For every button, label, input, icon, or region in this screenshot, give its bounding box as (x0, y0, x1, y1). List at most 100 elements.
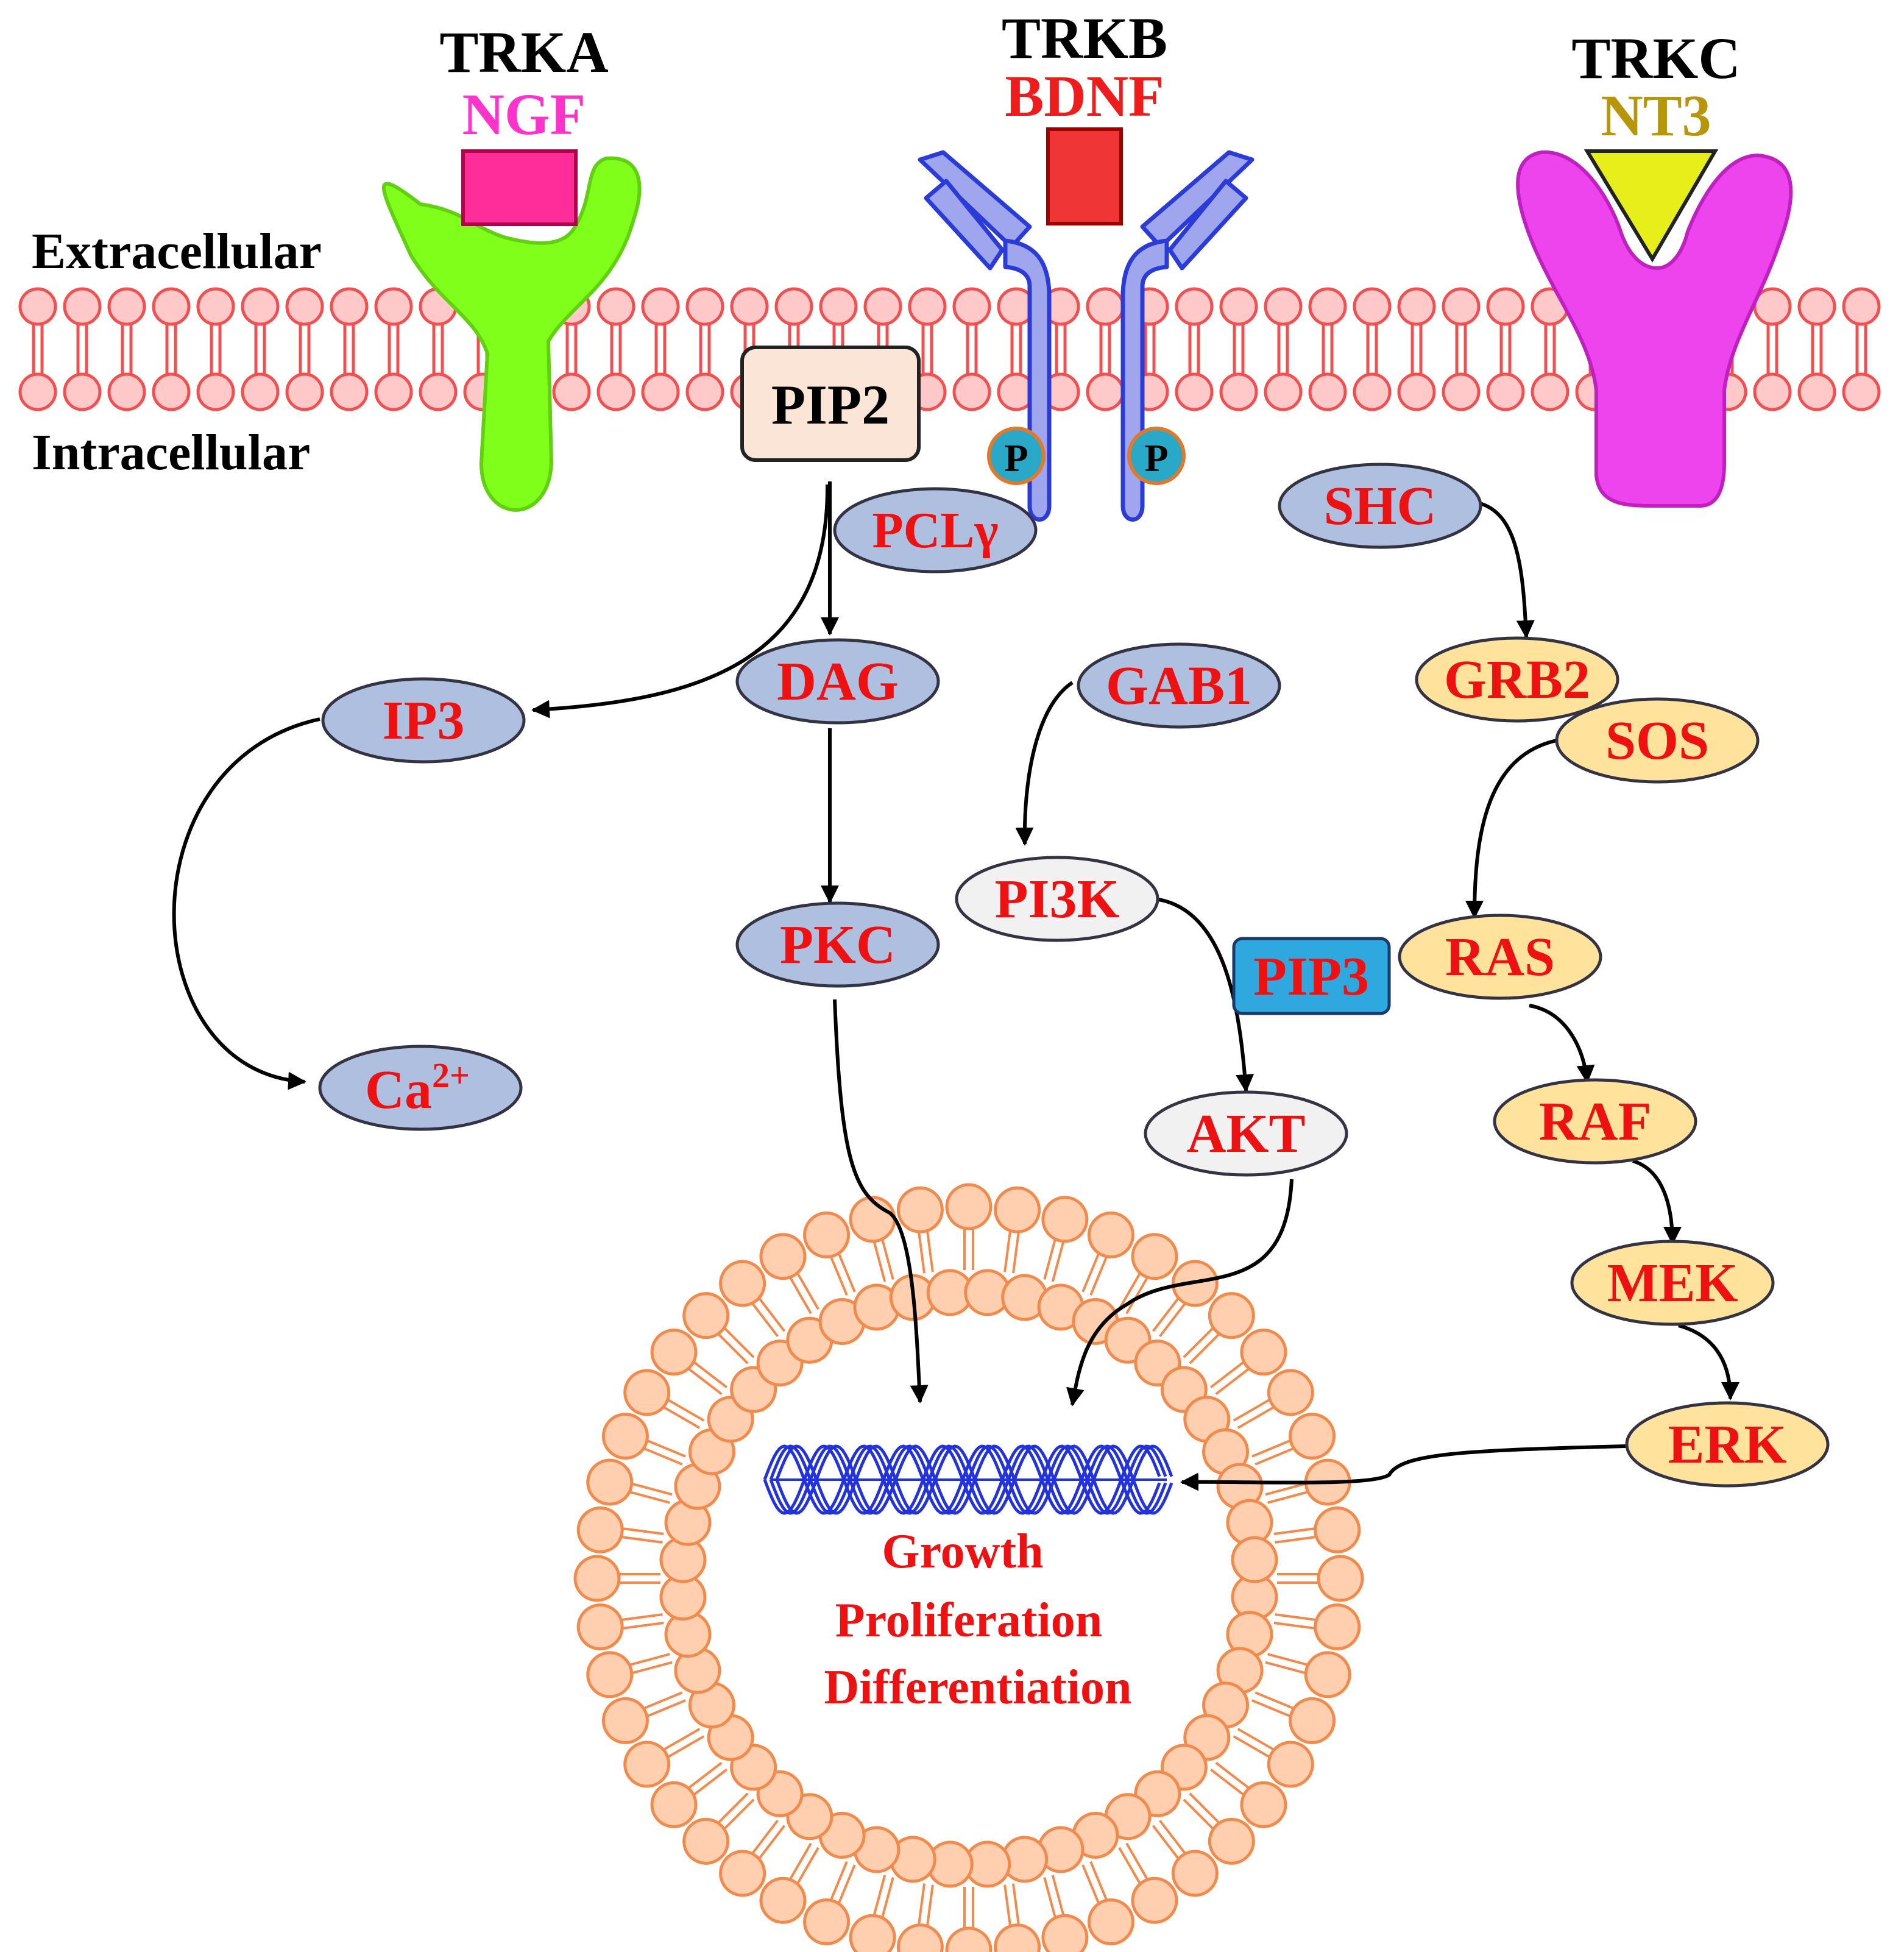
lipid-head (1442, 287, 1481, 326)
lipid-head (1486, 287, 1525, 326)
nuclear-lipid-tail (1051, 1875, 1065, 1916)
nuclear-lipid-head (1087, 1211, 1134, 1258)
lipid-head (952, 287, 991, 326)
lipid-head (18, 372, 57, 411)
nuclear-lipid-head (650, 1329, 698, 1376)
nuclear-lipid-tail (918, 1883, 925, 1925)
pip2-box (740, 346, 921, 462)
nuclear-lipid-tail (1237, 1406, 1275, 1429)
nuclear-lipid-tail (693, 1768, 728, 1796)
nuclear-lipid-head (803, 1211, 851, 1258)
nuclear-lipid-head (1289, 1413, 1336, 1460)
lipid-head (730, 287, 769, 326)
nuclear-lipid-head (1240, 1781, 1287, 1828)
nuclear-lipid-tail (837, 1864, 856, 1904)
lipid-head (1175, 287, 1214, 326)
nuclear-lipid-tail (621, 1613, 663, 1621)
pkc-node: PKC (735, 901, 940, 988)
arrow-gab1-pi3k (1015, 681, 1074, 846)
ras-node: RAS (1398, 914, 1602, 1000)
nuclear-lipid-head (945, 1926, 993, 1952)
nuclear-lipid-tail (1081, 1864, 1100, 1904)
lipid-head (152, 372, 191, 411)
mek-ellipse (1570, 1240, 1775, 1326)
nuclear-lipid-tail (796, 1847, 819, 1884)
phospho-right: P (1127, 427, 1186, 485)
pi3k-label: PI3K (994, 869, 1119, 929)
nuclear-lipid-tail (1189, 1333, 1220, 1365)
extracellular-label: Extracellular (32, 223, 322, 280)
lipid-head (419, 372, 458, 411)
ip3-node: IP3 (321, 677, 526, 764)
nuclear-lipid-tail (631, 1482, 673, 1496)
nuclear-lipid-tail (830, 1256, 848, 1296)
nuclear-lipid-tail (1255, 1447, 1294, 1466)
outcome-proliferation: Proliferation (835, 1594, 1102, 1647)
nuclear-lipid-tail (667, 1399, 705, 1422)
nuclear-lipid-tail (926, 1230, 934, 1272)
nuclear-lipid-tail (751, 1302, 779, 1338)
nuclear-lipid-head (623, 1369, 671, 1416)
nuclear-lipid-tail (1265, 1661, 1306, 1675)
nuclear-lipid-tail (622, 1527, 664, 1535)
nuclear-lipid-tail (667, 1735, 705, 1758)
lipid-head (1219, 372, 1258, 411)
lipid-head (1531, 372, 1570, 411)
nt3-label: NT3 (1601, 83, 1711, 148)
outcome-growth: Growth (882, 1525, 1043, 1578)
pip2-node: PIP2 (740, 346, 921, 462)
dag-ellipse (735, 638, 940, 725)
lipid-head (1442, 372, 1481, 411)
nuclear-lipid-tail (872, 1875, 887, 1916)
ca-label: Ca2+ (365, 1056, 470, 1120)
nuclear-lipid-tail (881, 1239, 894, 1280)
lipid-head (685, 372, 724, 411)
phospho-left: P (987, 427, 1046, 485)
gab1-ellipse (1077, 642, 1281, 729)
lipid-head (241, 372, 280, 411)
nuclear-lipid-head (719, 1260, 766, 1307)
ca-ellipse (318, 1045, 523, 1131)
bdnf-label: BDNF (1005, 63, 1164, 129)
nuclear-lipid-tail (663, 1406, 701, 1429)
raf-node: RAF (1493, 1078, 1697, 1165)
lipid-head (552, 372, 591, 411)
nuclear-lipid-tail (1118, 1847, 1141, 1884)
ip3-label: IP3 (383, 690, 465, 751)
lipid-head (1397, 372, 1436, 411)
trka-receptor: TRKA NGF (381, 20, 642, 512)
nuclear-lipid-head (994, 1186, 1041, 1233)
lipid-head (1842, 287, 1881, 326)
nuclear-lipid-head (1314, 1506, 1361, 1553)
arrow-ras-raf (1529, 1004, 1595, 1084)
nuclear-lipid-tail (622, 1622, 664, 1630)
nuclear-lipid-tail (723, 1327, 755, 1358)
dna-strand (775, 1444, 1173, 1515)
lipid-head (285, 287, 324, 326)
nuclear-lipid-head (601, 1413, 649, 1460)
dna-helix (763, 1444, 1173, 1515)
outcome-differentiation: Differentiation (824, 1661, 1131, 1714)
lipid-head (196, 287, 235, 326)
pkc-label: PKC (780, 915, 896, 975)
nuclear-lipid-head (682, 1817, 730, 1865)
lipid-head (641, 287, 680, 326)
nuclear-lipid-tail (1255, 1691, 1294, 1710)
nuclear-lipid-head (1231, 1536, 1278, 1583)
lipid-head (374, 287, 413, 326)
nuclear-lipid-head (719, 1850, 766, 1897)
phospho-left-circle (987, 427, 1046, 485)
trkb-receptor: TRKB BDNF P P (918, 5, 1255, 522)
nuclear-lipid-tail (643, 1447, 683, 1466)
lipid-head (952, 372, 991, 411)
lipid-head (819, 287, 858, 326)
nuclear-lipid-tail (1183, 1798, 1214, 1830)
nuclear-lipid-head (586, 1458, 634, 1506)
pkc-ellipse (735, 901, 940, 988)
nuclear-lipid-tail (693, 1361, 728, 1389)
nuclear-lipid-tail (663, 1728, 701, 1751)
raf-ellipse (1493, 1078, 1697, 1165)
lipid-head (1264, 287, 1303, 326)
lipid-head (107, 372, 146, 411)
nuclear-lipid-head (623, 1741, 671, 1788)
